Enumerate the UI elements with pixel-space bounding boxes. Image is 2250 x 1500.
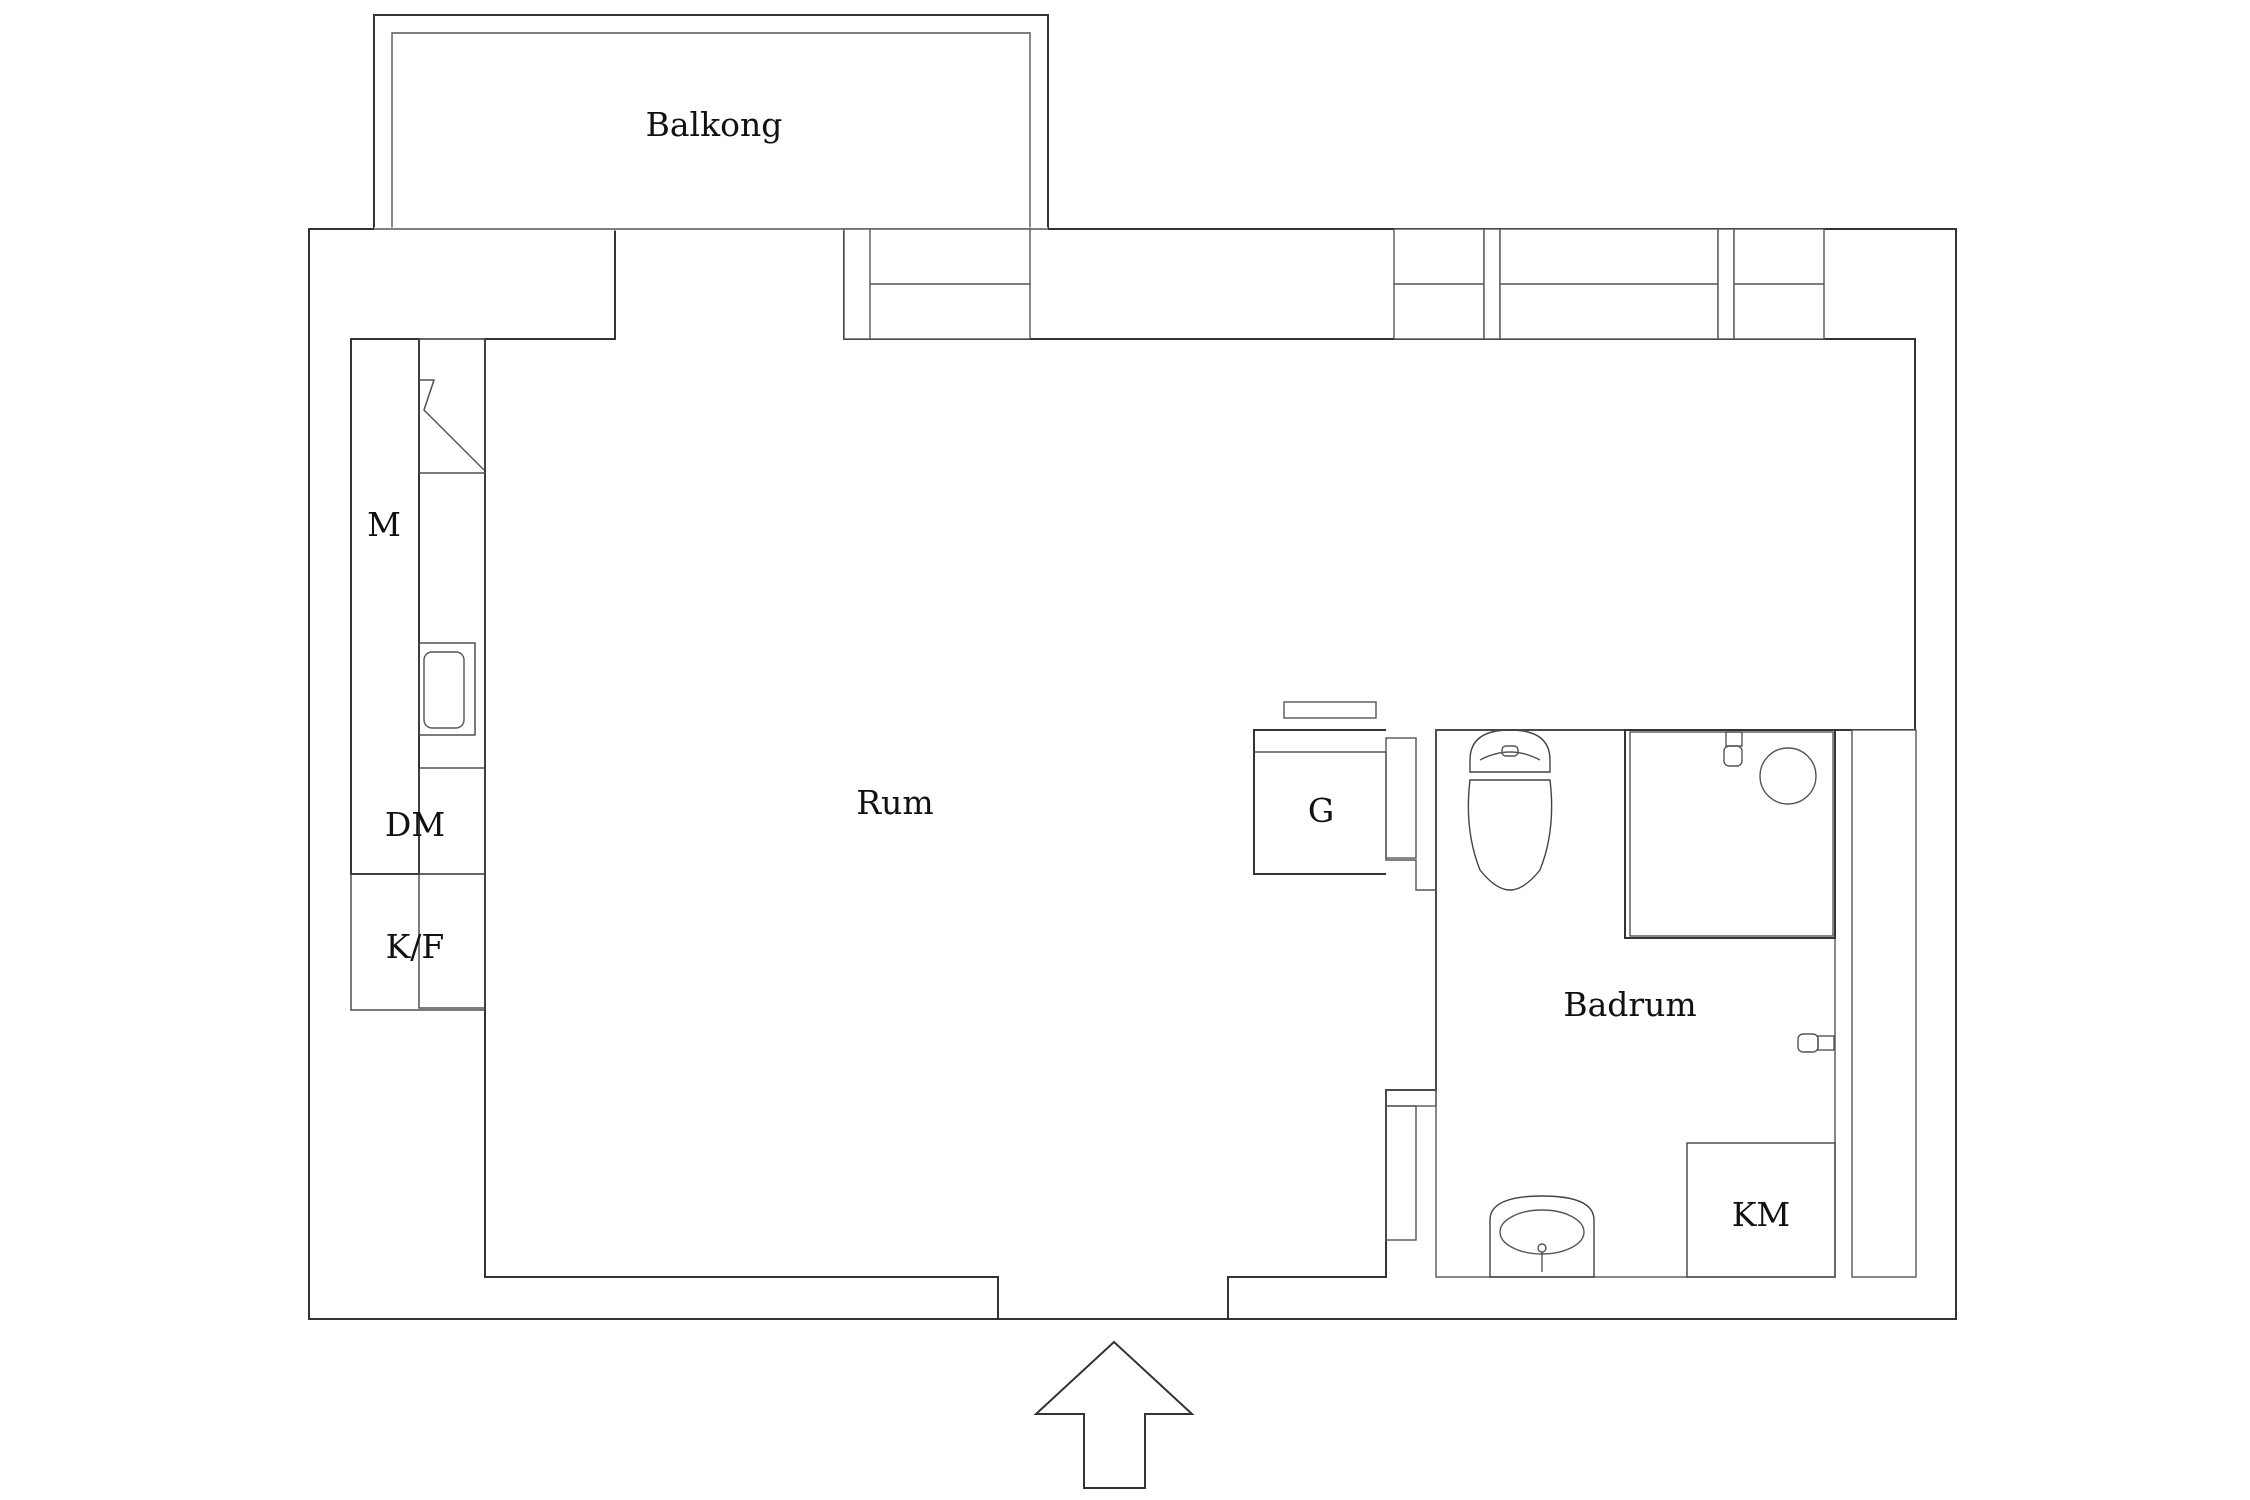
stove <box>418 338 486 474</box>
stove-diagonal <box>423 379 435 411</box>
washing-machine <box>1686 1142 1836 1278</box>
bathroom-side-wall <box>1851 729 1917 1278</box>
bathroom-label: Badrum <box>1563 985 1696 1024</box>
balcony-outer-wall <box>373 14 1049 230</box>
balcony-label: Balkong <box>646 105 783 144</box>
dishwasher-label: DM <box>385 805 445 844</box>
closet-door-frame <box>1385 730 1437 891</box>
closet-wall <box>1253 729 1386 875</box>
balcony <box>373 14 1049 230</box>
closet-door <box>1385 737 1417 859</box>
bathroom: KM <box>1385 729 1917 1278</box>
toilet-bowl <box>1467 779 1553 891</box>
closet-shelf <box>1283 701 1377 719</box>
wardrobe: G <box>1253 701 1437 891</box>
toilet-flush-button <box>1501 745 1519 757</box>
fridge-freezer-label: K/F <box>386 927 445 966</box>
window-right-b <box>1717 228 1735 340</box>
wall-tap-knob <box>1797 1033 1819 1053</box>
windows <box>843 228 1825 340</box>
sink-outline <box>1489 1195 1595 1278</box>
fridge-freezer <box>350 873 486 1011</box>
shower-drain <box>1759 747 1817 805</box>
toilet <box>1467 729 1553 891</box>
window-mid-b <box>1483 228 1501 340</box>
entrance-arrow-icon <box>1033 1340 1195 1489</box>
sink <box>418 642 476 736</box>
sink-basin <box>423 651 465 729</box>
shower-tray <box>1624 729 1836 939</box>
toilet-tank <box>1469 729 1551 773</box>
microwave-unit <box>350 338 420 875</box>
main-room-label: Rum <box>856 783 933 822</box>
wardrobe-label: G <box>1308 791 1334 830</box>
shower-mixer-knob <box>1723 745 1743 767</box>
washing-machine-label: KM <box>1732 1195 1790 1234</box>
wall-tap <box>1797 1033 1835 1053</box>
toilet-seat-back <box>1479 751 1541 761</box>
microwave-label: M <box>367 505 401 544</box>
balcony-inner-line <box>391 32 1031 229</box>
bathroom-door-leaf <box>1385 1105 1417 1241</box>
bathroom-sink <box>1489 1195 1595 1278</box>
kitchen: M DM K/F <box>350 338 486 1011</box>
